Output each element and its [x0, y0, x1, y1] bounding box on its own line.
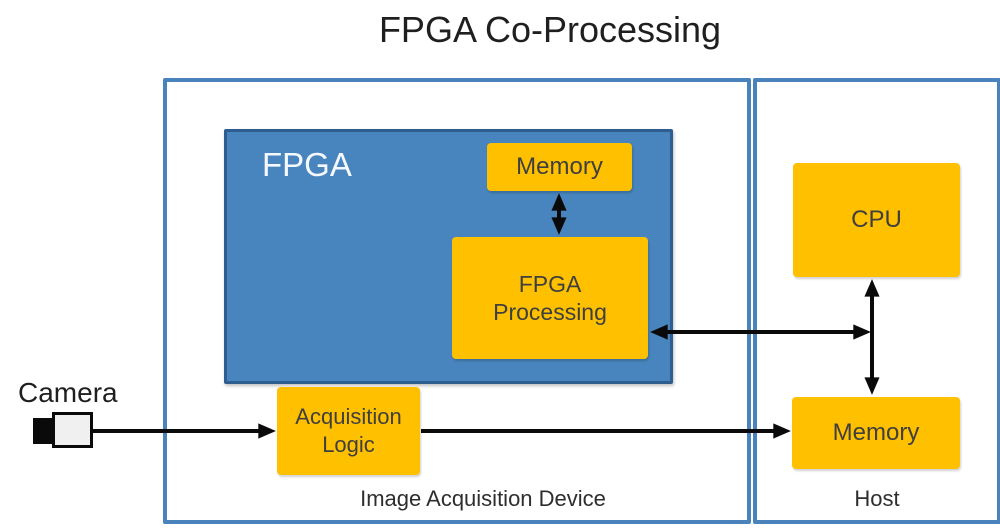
- host-label: Host: [854, 486, 900, 511]
- acquisition-logic-node: Acquisition Logic: [277, 387, 420, 475]
- host-memory-node: Memory: [792, 397, 960, 469]
- fpga-chip-label: FPGA: [262, 146, 352, 183]
- image-acquisition-device-container: FPGA Memory FPGA Processing Acquisition …: [163, 78, 751, 524]
- fpga-processing-node: FPGA Processing: [452, 237, 648, 359]
- fpga-memory-node: Memory: [487, 143, 632, 191]
- diagram-title: FPGA Co-Processing: [378, 9, 722, 50]
- fpga-chip-box: FPGA Memory FPGA Processing: [224, 129, 673, 384]
- camera-label: Camera: [18, 377, 118, 408]
- image-acquisition-device-label: Image Acquisition Device: [360, 486, 606, 511]
- host-container: CPU Memory Host: [753, 78, 1000, 524]
- cpu-node: CPU: [793, 163, 960, 277]
- camera-icon: [33, 418, 54, 444]
- camera-icon-body: [52, 412, 93, 448]
